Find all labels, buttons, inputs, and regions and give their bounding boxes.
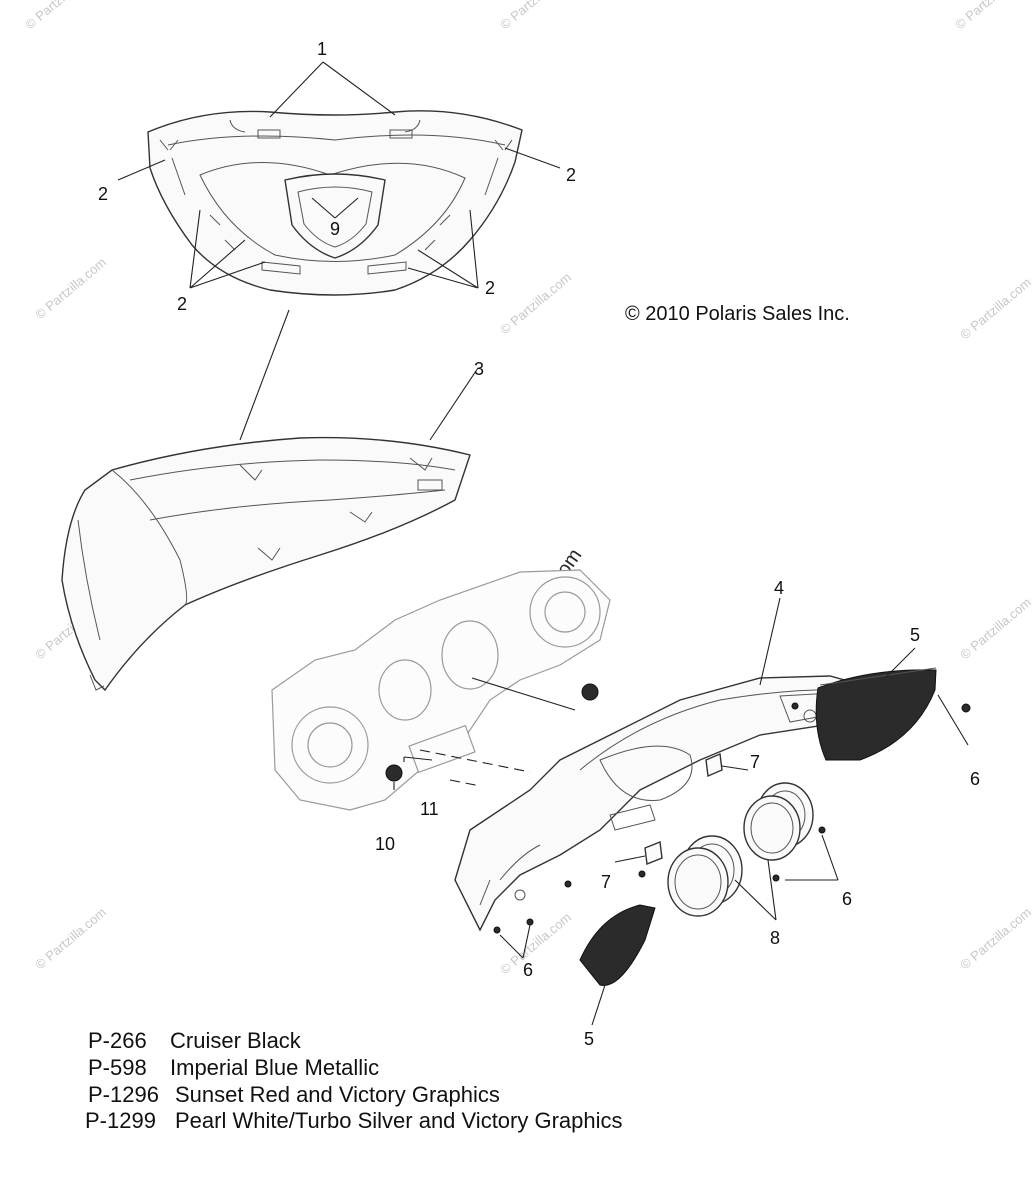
callout-5: 5: [584, 1029, 594, 1049]
callout-labels: 1 2 2 9 2 2 3 4 5 6 7 11 10 7 6 8 6 5: [98, 39, 980, 1049]
speaker-grille-left: [579, 904, 656, 986]
connector-dashed: [419, 749, 531, 773]
callout-4: 4: [774, 578, 784, 598]
callout-2: 2: [98, 184, 108, 204]
color-name: Pearl White/Turbo Silver and Victory Gra…: [175, 1108, 623, 1133]
watermark: © Partzilla.com: [32, 904, 109, 972]
leader-7-top: [721, 765, 749, 771]
callout-2: 2: [566, 165, 576, 185]
callout-7: 7: [601, 872, 611, 892]
color-code: P-598: [88, 1055, 147, 1080]
callout-7: 7: [750, 752, 760, 772]
callout-9: 9: [330, 219, 340, 239]
screws: [493, 702, 971, 934]
watermark: © Partzilla.com: [22, 0, 99, 32]
leader-lines-top: [117, 61, 561, 441]
clips: [644, 752, 723, 865]
copyright-notice: © 2010 Polaris Sales Inc.: [625, 303, 850, 325]
connector-dashed-2: [449, 779, 481, 787]
watermark: © Partzilla.com: [957, 594, 1032, 662]
color-code: P-1299: [85, 1108, 156, 1133]
callout-6: 6: [523, 960, 533, 980]
color-name: Sunset Red and Victory Graphics: [175, 1082, 500, 1107]
connector-solid: [471, 677, 576, 711]
leader-3: [429, 367, 479, 441]
color-name: Imperial Blue Metallic: [170, 1055, 379, 1080]
leader-6-bottom: [499, 924, 531, 959]
leader-6-right: [937, 694, 969, 746]
watermark: © Partzilla.com: [957, 274, 1032, 342]
color-code-list: P-266 Cruiser Black P-598 Imperial Blue …: [85, 1028, 623, 1133]
leader-6-mid: [785, 834, 839, 881]
leader-4: [759, 597, 781, 686]
callout-6: 6: [970, 769, 980, 789]
outer-fairing: [61, 436, 471, 692]
instrument-cluster-assembly: [271, 569, 611, 811]
callout-11: 11: [420, 799, 439, 819]
callout-10: 10: [375, 834, 395, 854]
callout-1: 1: [317, 39, 327, 59]
leader-8: [734, 859, 777, 921]
callout-2: 2: [177, 294, 187, 314]
leader-5-top: [884, 647, 916, 679]
color-code: P-266: [88, 1028, 147, 1053]
watermark: © Partzilla.com: [32, 254, 109, 322]
callout-8: 8: [770, 928, 780, 948]
fairing-inner-panel: [147, 110, 523, 296]
gauge-bezels: [667, 782, 814, 917]
callout-3: 3: [474, 359, 484, 379]
callout-2: 2: [485, 278, 495, 298]
color-code: P-1296: [88, 1082, 159, 1107]
color-name: Cruiser Black: [170, 1028, 302, 1053]
leader-7-bottom: [614, 855, 646, 863]
leader-11: [403, 756, 433, 761]
watermark: © Partzilla.com: [957, 904, 1032, 972]
leader-5-bottom: [591, 984, 606, 1026]
callout-6: 6: [842, 889, 852, 909]
watermark: © Partzilla.com: [497, 269, 574, 337]
watermark: © Partzilla.com: [952, 0, 1029, 32]
speaker-grille-right: [815, 667, 937, 761]
watermark: © Partzilla.com: [497, 0, 574, 32]
callout-5: 5: [910, 625, 920, 645]
